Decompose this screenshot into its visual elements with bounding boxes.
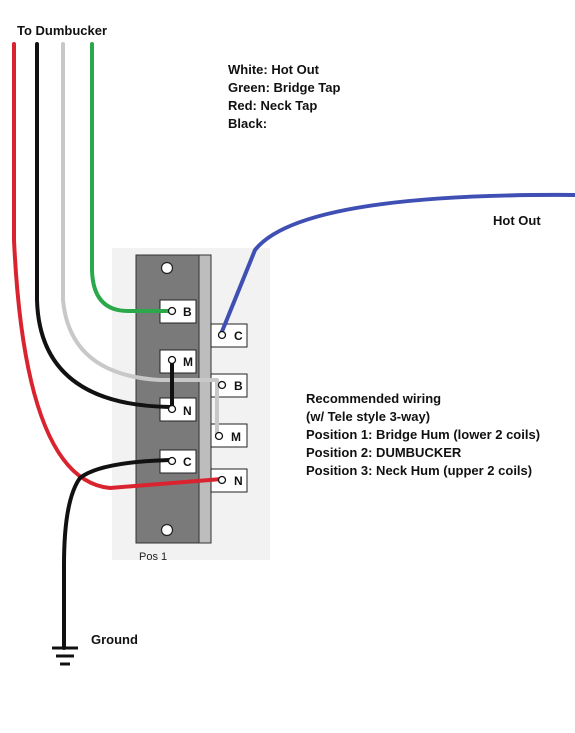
solder-point-right-n xyxy=(217,475,227,485)
legend-white: White: Hot Out xyxy=(228,62,320,77)
solder-point-left-n xyxy=(167,404,177,414)
label-right-n: N xyxy=(234,474,243,488)
legend-green: Green: Bridge Tap xyxy=(228,80,341,95)
hot-out-label: Hot Out xyxy=(493,213,541,228)
label-left-m: M xyxy=(183,355,193,369)
terminal-right-b xyxy=(210,373,248,398)
terminal-left-m xyxy=(159,349,197,374)
mounting-hole-bottom xyxy=(160,523,174,537)
red-wire xyxy=(12,42,224,490)
label-right-b: B xyxy=(234,379,243,393)
label-right-m: M xyxy=(231,430,241,444)
ground-label: Ground xyxy=(91,632,138,647)
solder-point-right-b xyxy=(217,380,227,390)
terminal-left-n xyxy=(159,397,197,422)
label-left-n: N xyxy=(183,404,192,418)
green-wire xyxy=(90,42,173,313)
solder-point-right-c xyxy=(217,330,227,340)
blue-wire xyxy=(219,192,575,336)
terminal-right-m xyxy=(210,423,248,448)
switch-rail xyxy=(198,254,212,544)
notes-position-2: Position 2: DUMBUCKER xyxy=(306,445,462,460)
label-left-c: C xyxy=(183,455,192,469)
solder-point-left-m xyxy=(167,355,177,365)
label-left-b: B xyxy=(183,305,192,319)
notes-title: Recommended wiring xyxy=(306,391,441,406)
notes-position-3: Position 3: Neck Hum (upper 2 coils) xyxy=(306,463,532,478)
to-dumbucker-label: To Dumbucker xyxy=(17,23,107,38)
mounting-hole-top xyxy=(160,261,174,275)
notes-subtitle: (w/ Tele style 3-way) xyxy=(306,409,430,424)
white-wire xyxy=(61,42,219,438)
label-right-c: C xyxy=(234,329,243,343)
notes-position-1: Position 1: Bridge Hum (lower 2 coils) xyxy=(306,427,540,442)
black-wire xyxy=(35,42,172,409)
ground-symbol-icon xyxy=(52,646,78,666)
legend-black: Black: xyxy=(228,116,267,131)
solder-point-right-m xyxy=(214,431,224,441)
pos1-label: Pos 1 xyxy=(139,551,167,563)
solder-point-left-b xyxy=(167,306,177,316)
legend-red: Red: Neck Tap xyxy=(228,98,317,113)
terminal-right-c xyxy=(210,323,248,348)
ground-wire xyxy=(62,458,172,650)
solder-point-left-c xyxy=(167,456,177,466)
